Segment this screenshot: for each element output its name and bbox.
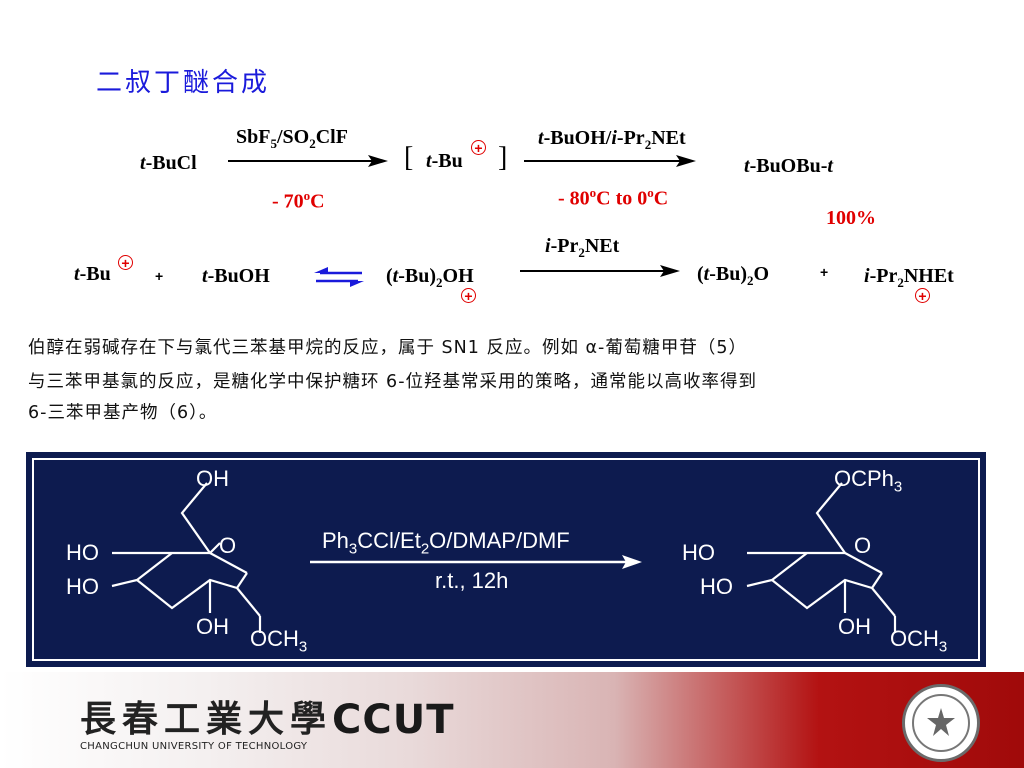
- seal-inner-ring: [912, 694, 970, 752]
- sm-oh-bottom: OH: [196, 614, 229, 639]
- pdt-ho-2: HO: [700, 574, 733, 599]
- sm-ho-1: HO: [66, 540, 99, 565]
- alcohol-tbuoh: t-BuOH: [202, 265, 270, 287]
- product-di-tbutyl-ether: t-BuOBu-t: [744, 155, 833, 177]
- plus-sign-2: +: [820, 264, 829, 280]
- paragraph-line-1: 伯醇在弱碱存在下与氯代三苯基甲烷的反应，属于 SN1 反应。例如 α-葡萄糖甲苷…: [28, 338, 748, 358]
- reactant-tbucl: t-BuCl: [140, 152, 197, 174]
- pdt-ocph3: OCPh3: [834, 466, 903, 496]
- university-logo-en: CCUT: [332, 697, 455, 743]
- temp-70: - 70oC: [272, 188, 325, 213]
- university-logo-cn: 長春工業大學: [80, 698, 333, 740]
- sm-ho-2: HO: [66, 574, 99, 599]
- yield-label: 100%: [826, 207, 876, 229]
- bracket-right: ]: [498, 142, 508, 173]
- reagent-tbuoh-base: t-BuOH/i-Pr2NEt: [538, 127, 686, 152]
- base-dipea: i-Pr2NEt: [545, 235, 620, 260]
- sm-ring-o: O: [219, 533, 237, 558]
- positive-charge-icon: +: [471, 140, 486, 155]
- reagent-sbf5: SbF5/SO2ClF: [236, 126, 348, 151]
- plus-sign: +: [155, 268, 164, 284]
- positive-charge-icon: +: [118, 255, 133, 270]
- paragraph-line-3: 6-三苯甲基产物（6）。: [28, 403, 218, 423]
- intermediate-tbu-cation: t-Bu: [426, 150, 463, 172]
- positive-charge-icon: +: [461, 288, 476, 303]
- temp-80-to-0: - 80oC to 0oC: [558, 185, 669, 210]
- pdt-och3: OCH3: [890, 626, 948, 656]
- scheme-panel: [26, 452, 986, 667]
- reaction-arrow-1: [228, 155, 388, 167]
- pdt-oh-bottom: OH: [838, 614, 871, 639]
- slide-title: 二叔丁醚合成: [96, 68, 271, 98]
- pdt-ring-o: O: [854, 533, 872, 558]
- equilibrium-arrow-icon: [314, 267, 364, 287]
- scheme-frame: [32, 458, 980, 661]
- positive-charge-icon: +: [915, 288, 930, 303]
- cation-tbu: t-Bu: [74, 263, 111, 285]
- seal-emblem-icon: [927, 708, 955, 736]
- sm-och3: OCH3: [250, 626, 308, 656]
- ammonium-salt: i-Pr2NHEt: [864, 265, 954, 290]
- sm-oh-top: OH: [196, 466, 229, 491]
- scheme-reagents: Ph3CCl/Et2O/DMAP/DMF: [322, 528, 570, 558]
- reaction-arrow-3: [520, 265, 680, 277]
- pdt-ho-1: HO: [682, 540, 715, 565]
- oxonium-ion: (t-Bu)2OH: [386, 265, 474, 290]
- glucoside-structures: [111, 482, 897, 633]
- reaction-arrow-2: [524, 155, 696, 167]
- university-name-en: CHANGCHUN UNIVERSITY OF TECHNOLOGY: [80, 741, 308, 752]
- paragraph-line-2: 与三苯甲基氯的反应，是糖化学中保护糖环 6-位羟基常采用的策略，通常能以高收率得…: [28, 372, 758, 392]
- ether-product: (t-Bu)2O: [697, 263, 770, 288]
- scheme-conditions: r.t., 12h: [435, 568, 509, 593]
- footer-banner: [0, 672, 1024, 768]
- bracket-left: [: [404, 142, 414, 173]
